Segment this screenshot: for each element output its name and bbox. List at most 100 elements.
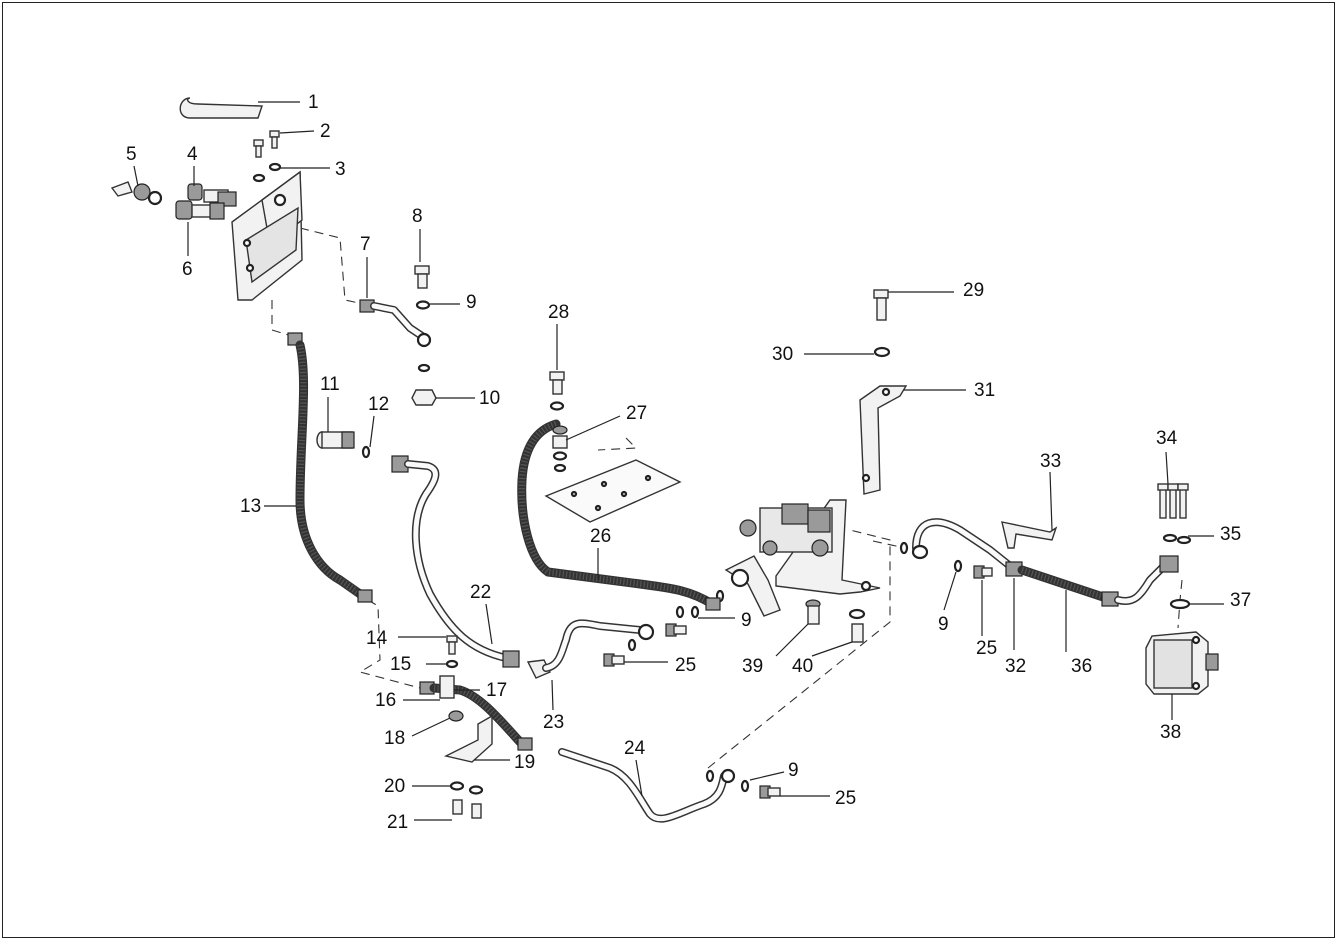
callout-label-28: 28 xyxy=(548,302,569,323)
callout-leader-22 xyxy=(485,603,493,645)
mounting-bracket xyxy=(231,170,303,301)
callout-label-17: 17 xyxy=(486,680,507,701)
part-34-bolts xyxy=(1157,483,1189,519)
part-40-bolt xyxy=(848,608,866,643)
part-39-bolt xyxy=(805,599,821,625)
callout-leader-34 xyxy=(1165,451,1169,485)
callout-label-5: 5 xyxy=(126,144,137,165)
part-36-pipe xyxy=(911,518,1014,570)
callout-label-15: 15 xyxy=(390,654,411,675)
callout-label-39: 39 xyxy=(742,656,763,677)
part-1-spring-clip xyxy=(179,97,263,119)
callout-label-11: 11 xyxy=(320,374,340,395)
part-26-hose xyxy=(517,419,721,611)
callout-label-9: 9 xyxy=(466,292,477,313)
callout-label-34: 34 xyxy=(1156,428,1178,449)
part-19-bracket xyxy=(443,714,493,763)
part-38-hydraulic-pump xyxy=(1145,631,1219,695)
callout-label-9: 9 xyxy=(788,760,799,781)
part-23-pipe xyxy=(526,619,655,679)
callout-label-25: 25 xyxy=(835,788,856,809)
callout-label-24: 24 xyxy=(624,738,646,759)
callout-label-25: 25 xyxy=(675,655,696,676)
part-9-seal-ring xyxy=(415,300,431,373)
mounting-plate xyxy=(544,459,682,523)
callout-leader-27 xyxy=(565,415,621,441)
control-valve xyxy=(724,499,881,617)
callout-label-3: 3 xyxy=(335,159,346,180)
callout-label-25: 25 xyxy=(976,638,997,659)
part-25-banjo-bolt xyxy=(603,565,993,799)
part-31-bracket xyxy=(859,385,908,495)
part-20-washer xyxy=(449,781,484,795)
part-32-hose xyxy=(1005,555,1179,607)
part-24-pipe xyxy=(558,748,736,823)
callout-label-20: 20 xyxy=(384,776,405,797)
callout-label-10: 10 xyxy=(479,388,500,409)
part-13-flexible-hose xyxy=(287,332,373,603)
callout-leader-9 xyxy=(749,771,785,781)
part-5-dust-cap xyxy=(110,181,163,206)
callout-leader-9 xyxy=(943,571,957,611)
callout-label-27: 27 xyxy=(626,403,647,424)
part-17-clamp xyxy=(439,675,455,699)
part-2-bolt xyxy=(253,130,280,158)
callout-label-33: 33 xyxy=(1040,451,1061,472)
callout-label-16: 16 xyxy=(375,690,396,711)
callout-label-8: 8 xyxy=(412,206,423,227)
part-8-banjo-bolt xyxy=(414,265,430,289)
part-6-quick-coupling xyxy=(175,200,225,220)
callout-leader-24 xyxy=(635,759,643,797)
part-15-washer xyxy=(445,659,459,669)
part-29-bolt xyxy=(873,289,889,321)
callout-label-21: 21 xyxy=(387,812,408,833)
part-28-banjo-bolt xyxy=(549,371,565,411)
part-33-bracket xyxy=(1001,521,1058,549)
part-18-nut xyxy=(448,710,464,722)
callout-leader-18 xyxy=(411,717,451,737)
callout-label-32: 32 xyxy=(1005,656,1026,677)
part-14-bolt xyxy=(446,635,458,655)
part-37-o-ring xyxy=(1169,598,1191,610)
callout-leader-2 xyxy=(279,130,315,134)
callout-label-6: 6 xyxy=(182,259,193,280)
callout-label-29: 29 xyxy=(963,280,984,301)
callout-label-1: 1 xyxy=(308,92,319,113)
callout-leader-12 xyxy=(369,415,375,448)
part-10-nut xyxy=(411,389,437,406)
callout-label-12: 12 xyxy=(368,394,389,415)
part-12-o-ring xyxy=(361,445,371,459)
callout-label-30: 30 xyxy=(772,344,793,365)
callout-label-36: 36 xyxy=(1071,656,1092,677)
part-3-washer xyxy=(252,162,282,183)
callout-label-22: 22 xyxy=(470,582,491,603)
callout-leader-23 xyxy=(551,679,554,711)
callout-label-9: 9 xyxy=(741,610,752,631)
assembly-guide-lines xyxy=(271,227,1183,769)
part-27-fitting xyxy=(552,425,568,473)
callout-label-26: 26 xyxy=(590,526,611,547)
part-22-pipe xyxy=(391,455,520,668)
callout-leader-5 xyxy=(133,165,139,187)
callout-label-37: 37 xyxy=(1230,590,1251,611)
callout-label-2: 2 xyxy=(320,121,331,142)
callout-label-7: 7 xyxy=(360,234,371,255)
callout-label-31: 31 xyxy=(974,380,995,401)
part-35-washers xyxy=(1162,533,1192,545)
callout-label-19: 19 xyxy=(514,752,535,773)
callout-label-9: 9 xyxy=(938,614,949,635)
callout-label-4: 4 xyxy=(187,144,198,165)
callout-label-14: 14 xyxy=(366,628,388,649)
part-21-bolt xyxy=(452,799,482,819)
part-30-washer xyxy=(873,346,891,358)
callout-label-35: 35 xyxy=(1220,524,1241,545)
part-7-hose xyxy=(359,299,432,348)
callout-label-38: 38 xyxy=(1160,722,1181,743)
part-16-hose xyxy=(419,681,533,751)
callout-label-13: 13 xyxy=(240,496,261,517)
callout-leader-39 xyxy=(775,623,809,657)
callout-leader-40 xyxy=(811,641,853,657)
